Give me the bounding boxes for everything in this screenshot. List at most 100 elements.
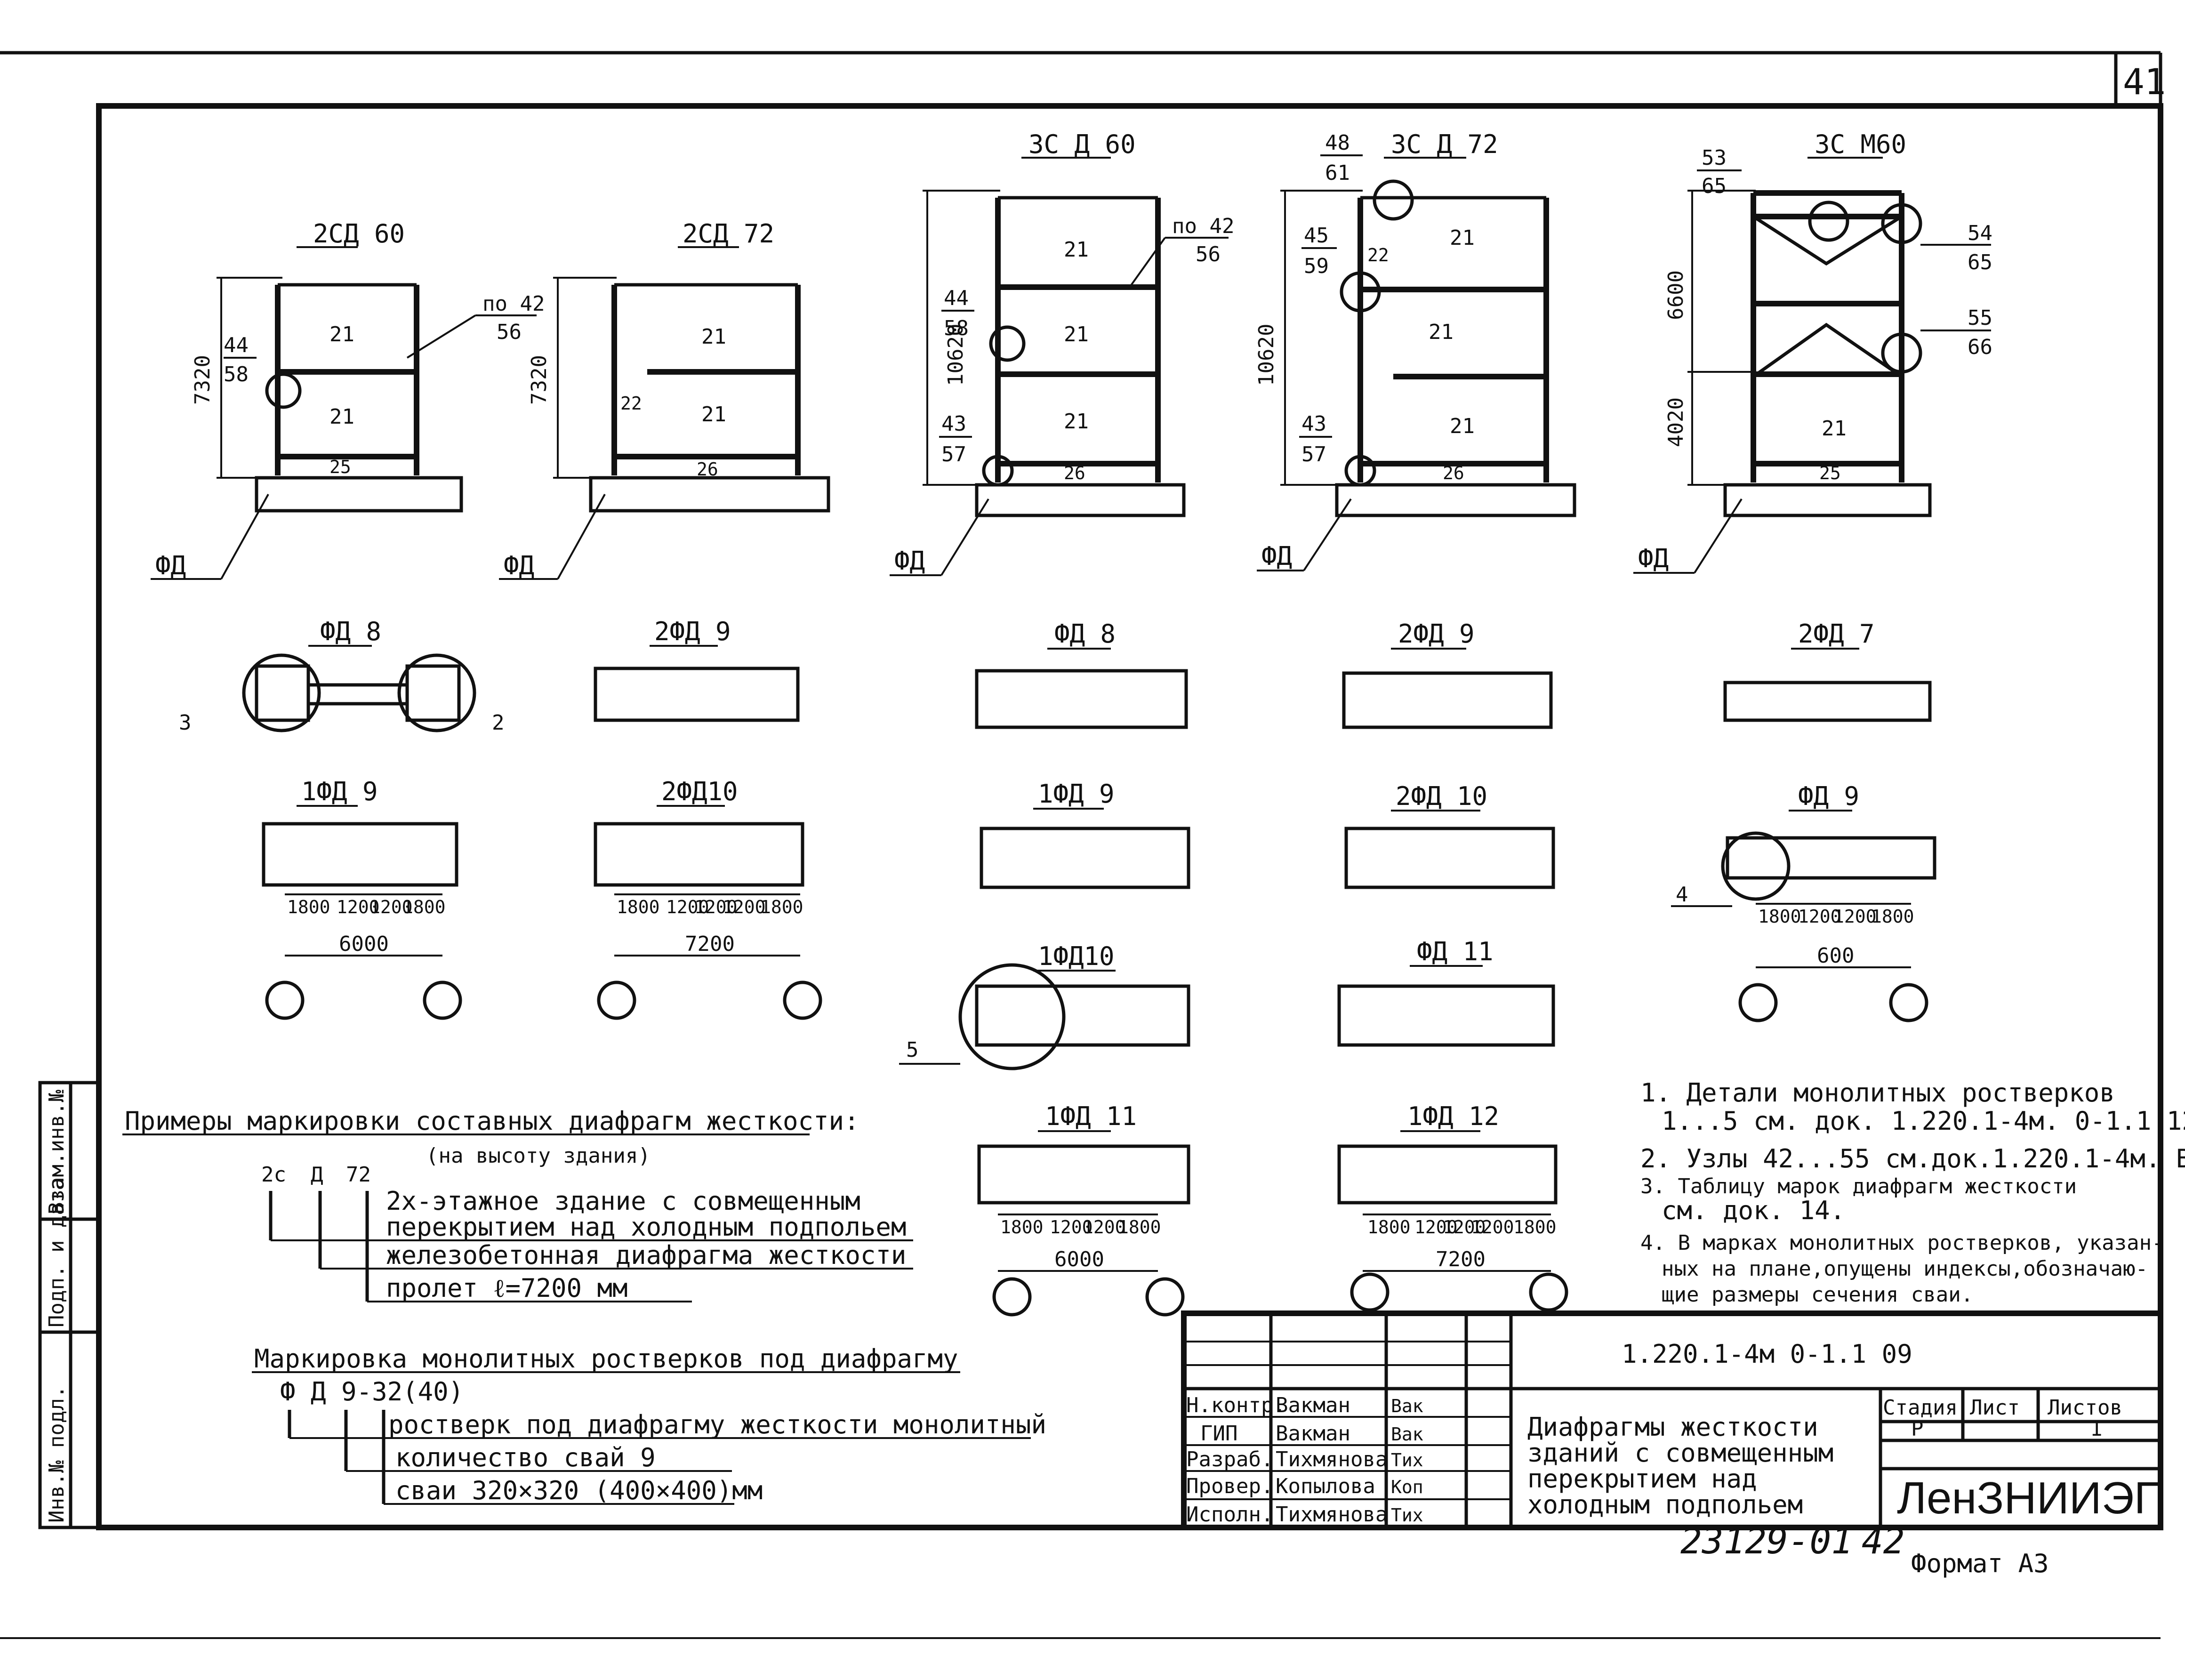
note-4b: ных на плане,опущены индексы,обозначаю- xyxy=(1662,1257,2148,1281)
tb-name-3: Тихмянова xyxy=(1276,1447,1388,1471)
frame-3-node-a: 44 xyxy=(944,286,969,310)
callout-5: 5 xyxy=(906,1038,919,1062)
frame-4-plan-3: ФД 11 xyxy=(1417,937,1494,966)
note-4a: 4. В марках монолитных ростверков, указа… xyxy=(1640,1231,2164,1255)
examples-line-1: 2х-этажное здание с совмещенным xyxy=(386,1186,860,1216)
frame-3-node-c: 43 xyxy=(941,412,966,436)
frame-1-dim-3: 1200 xyxy=(370,897,413,917)
frame-1-node-a: 44 xyxy=(224,333,249,357)
frame-5-dim-2: 1200 xyxy=(1798,906,1841,927)
frame-1-dim-4: 1800 xyxy=(402,897,446,917)
frame-4-plan-1: 2ФД 9 xyxy=(1398,619,1475,649)
title-line-3: перекрытием над xyxy=(1527,1464,1757,1494)
title-line-4: холодным подпольем xyxy=(1527,1490,1803,1519)
examples-code-b: Д xyxy=(311,1163,323,1187)
frame-3-bottom: 26 xyxy=(1064,463,1085,483)
frame-1-plan-1: ФД 8 xyxy=(320,617,381,646)
frame-4-dim-1: 1800 xyxy=(1367,1217,1411,1238)
frame-5-node-b: 65 xyxy=(1968,250,1992,274)
frame-1-room-2: 21 xyxy=(329,405,354,429)
tb-name-2: Вакман xyxy=(1276,1422,1350,1446)
frame-elevation-1: 2СД 60 7320 21 21 25 44 58 по 42 56 ФД xyxy=(151,219,545,580)
frame-3-room-3: 21 xyxy=(1064,410,1089,434)
marking-line-2: количество свай 9 xyxy=(395,1443,656,1472)
marking-code: Ф Д 9-32(40) xyxy=(280,1377,464,1407)
frame-1-room-1: 21 xyxy=(329,322,354,346)
organization-name: ЛенЗНИИЭП xyxy=(1897,1473,2167,1523)
frame-plan-4: 2ФД 9 2ФД 10 ФД 11 1ФД 12 1800 1200 1200… xyxy=(1337,619,1568,1312)
frame-4-total: 7200 xyxy=(1436,1247,1486,1271)
marking-grillage: Маркировка монолитных ростверков под диа… xyxy=(252,1344,1046,1505)
sheet-header: Лист xyxy=(1970,1396,2020,1420)
frame-2-dim-5: 1800 xyxy=(760,897,803,917)
frame-5-room-1: 21 xyxy=(1822,417,1847,441)
frame-5-dim-4: 1800 xyxy=(1871,906,1914,927)
frame-1-dim-2: 1200 xyxy=(337,897,380,917)
frame-5-plan-2: ФД 9 xyxy=(1798,781,1859,811)
frame-4-plan-2: 2ФД 10 xyxy=(1396,781,1487,811)
frame-2-mark: 2СД 72 xyxy=(683,219,774,249)
note-1b: 1...5 см. док. 1.220.1-4м. 0-1.1 12,13 xyxy=(1662,1106,2185,1136)
frame-3-height: 10620 xyxy=(944,324,968,386)
note-1a: 1. Детали монолитных ростверков xyxy=(1640,1078,2115,1108)
sheet-format: Формат А3 xyxy=(1911,1549,2049,1578)
frame-3-plan-3: 1ФД10 xyxy=(1038,941,1115,971)
frame-3-dim-1: 1800 xyxy=(1000,1217,1044,1238)
examples-line-3: железобетонная диафрагма жесткости xyxy=(386,1240,906,1270)
frame-2-plan-1: 2ФД 9 xyxy=(654,617,731,646)
frame-3-dim-2: 1200 xyxy=(1050,1217,1093,1238)
frame-1-mark: 2СД 60 xyxy=(313,219,405,249)
frame-elevation-2: 2СД 72 7320 21 21 26 22 ФД xyxy=(499,219,830,580)
frame-4-node-a: 45 xyxy=(1304,224,1329,248)
frame-4-top-a: 48 xyxy=(1325,131,1350,155)
frame-5-dim-3: 1200 xyxy=(1833,906,1877,927)
frame-3-plan-4: 1ФД 11 xyxy=(1045,1101,1137,1131)
frame-3-note-1: по 42 xyxy=(1172,214,1234,238)
stage-value: Р xyxy=(1911,1417,1924,1441)
frame-5-mark: 3С М60 xyxy=(1815,129,1906,159)
marking-examples: Примеры маркировки составных диафрагм же… xyxy=(122,1106,913,1303)
examples-subtitle: (на высоту здания) xyxy=(426,1144,651,1168)
frame-5-fd: ФД xyxy=(1638,544,1669,573)
frame-5-node-a: 54 xyxy=(1968,221,1992,245)
frame-plan-3: ФД 8 1ФД 9 1ФД10 5 1ФД 11 1800 1200 1200… xyxy=(899,619,1190,1317)
frame-elevation-3: 3С Д 60 10620 21 21 21 26 44 58 43 57 по… xyxy=(890,129,1234,576)
note-3a: 3. Таблицу марок диафрагм жесткости xyxy=(1640,1174,2077,1198)
frame-5-node-c: 55 xyxy=(1968,306,1992,330)
doc-code: 1.220.1-4м 0-1.1 09 xyxy=(1622,1339,1912,1369)
tb-role-2: ГИП xyxy=(1200,1422,1237,1446)
tb-name-5: Тихмянова xyxy=(1276,1503,1388,1527)
frame-elevation-5: 3С М60 6600 4020 21 25 53 65 54 65 55 66… xyxy=(1633,129,1992,574)
examples-title: Примеры маркировки составных диафрагм же… xyxy=(125,1106,860,1136)
frame-5-bottom: 25 xyxy=(1819,463,1841,483)
frame-2-plan-2: 2ФД10 xyxy=(661,777,738,806)
frame-4-fd: ФД xyxy=(1261,541,1292,571)
title-block: 1.220.1-4м 0-1.1 09 Н.контр. Вакман Вак … xyxy=(1181,1310,2167,1530)
frame-3-dim-4: 1800 xyxy=(1118,1217,1161,1238)
frame-2-room-1: 21 xyxy=(701,325,726,349)
tb-role-4: Провер. xyxy=(1186,1474,1273,1498)
general-notes: 1. Детали монолитных ростверков 1...5 см… xyxy=(1640,1078,2185,1307)
frame-3-note-2: 56 xyxy=(1196,242,1221,266)
title-line-1: Диафрагмы жесткости xyxy=(1527,1412,1818,1442)
frame-3-plan-2: 1ФД 9 xyxy=(1038,779,1115,809)
frame-2-height: 7320 xyxy=(527,355,551,405)
frame-4-bottom: 26 xyxy=(1443,463,1464,483)
note-4c: щие размеры сечения сваи. xyxy=(1662,1283,1973,1307)
tb-name-1: Вакман xyxy=(1276,1393,1350,1417)
tb-sign-4: Коп xyxy=(1391,1477,1423,1497)
tb-role-1: Н.контр. xyxy=(1186,1393,1286,1417)
tb-sign-2: Вак xyxy=(1391,1424,1423,1445)
frame-4-mark: 3С Д 72 xyxy=(1391,129,1498,159)
frame-5-height-top: 6600 xyxy=(1664,270,1688,320)
frame-4-room-3: 21 xyxy=(1450,414,1475,438)
frame-1-dim-1: 1800 xyxy=(287,897,330,917)
frame-3-node-d: 57 xyxy=(941,442,966,466)
frame-4-dim-3: 1200 xyxy=(1443,1217,1486,1238)
frame-plan-1: ФД 8 3 2 1ФД 9 1800 1200 1200 1800 6000 xyxy=(179,617,505,1020)
frame-3-plan-1: ФД 8 xyxy=(1054,619,1116,649)
side-stamp-sign: Подп. и дата xyxy=(45,1178,69,1327)
frame-5-top-b: 65 xyxy=(1702,174,1727,198)
frame-4-room-2: 21 xyxy=(1429,320,1454,344)
